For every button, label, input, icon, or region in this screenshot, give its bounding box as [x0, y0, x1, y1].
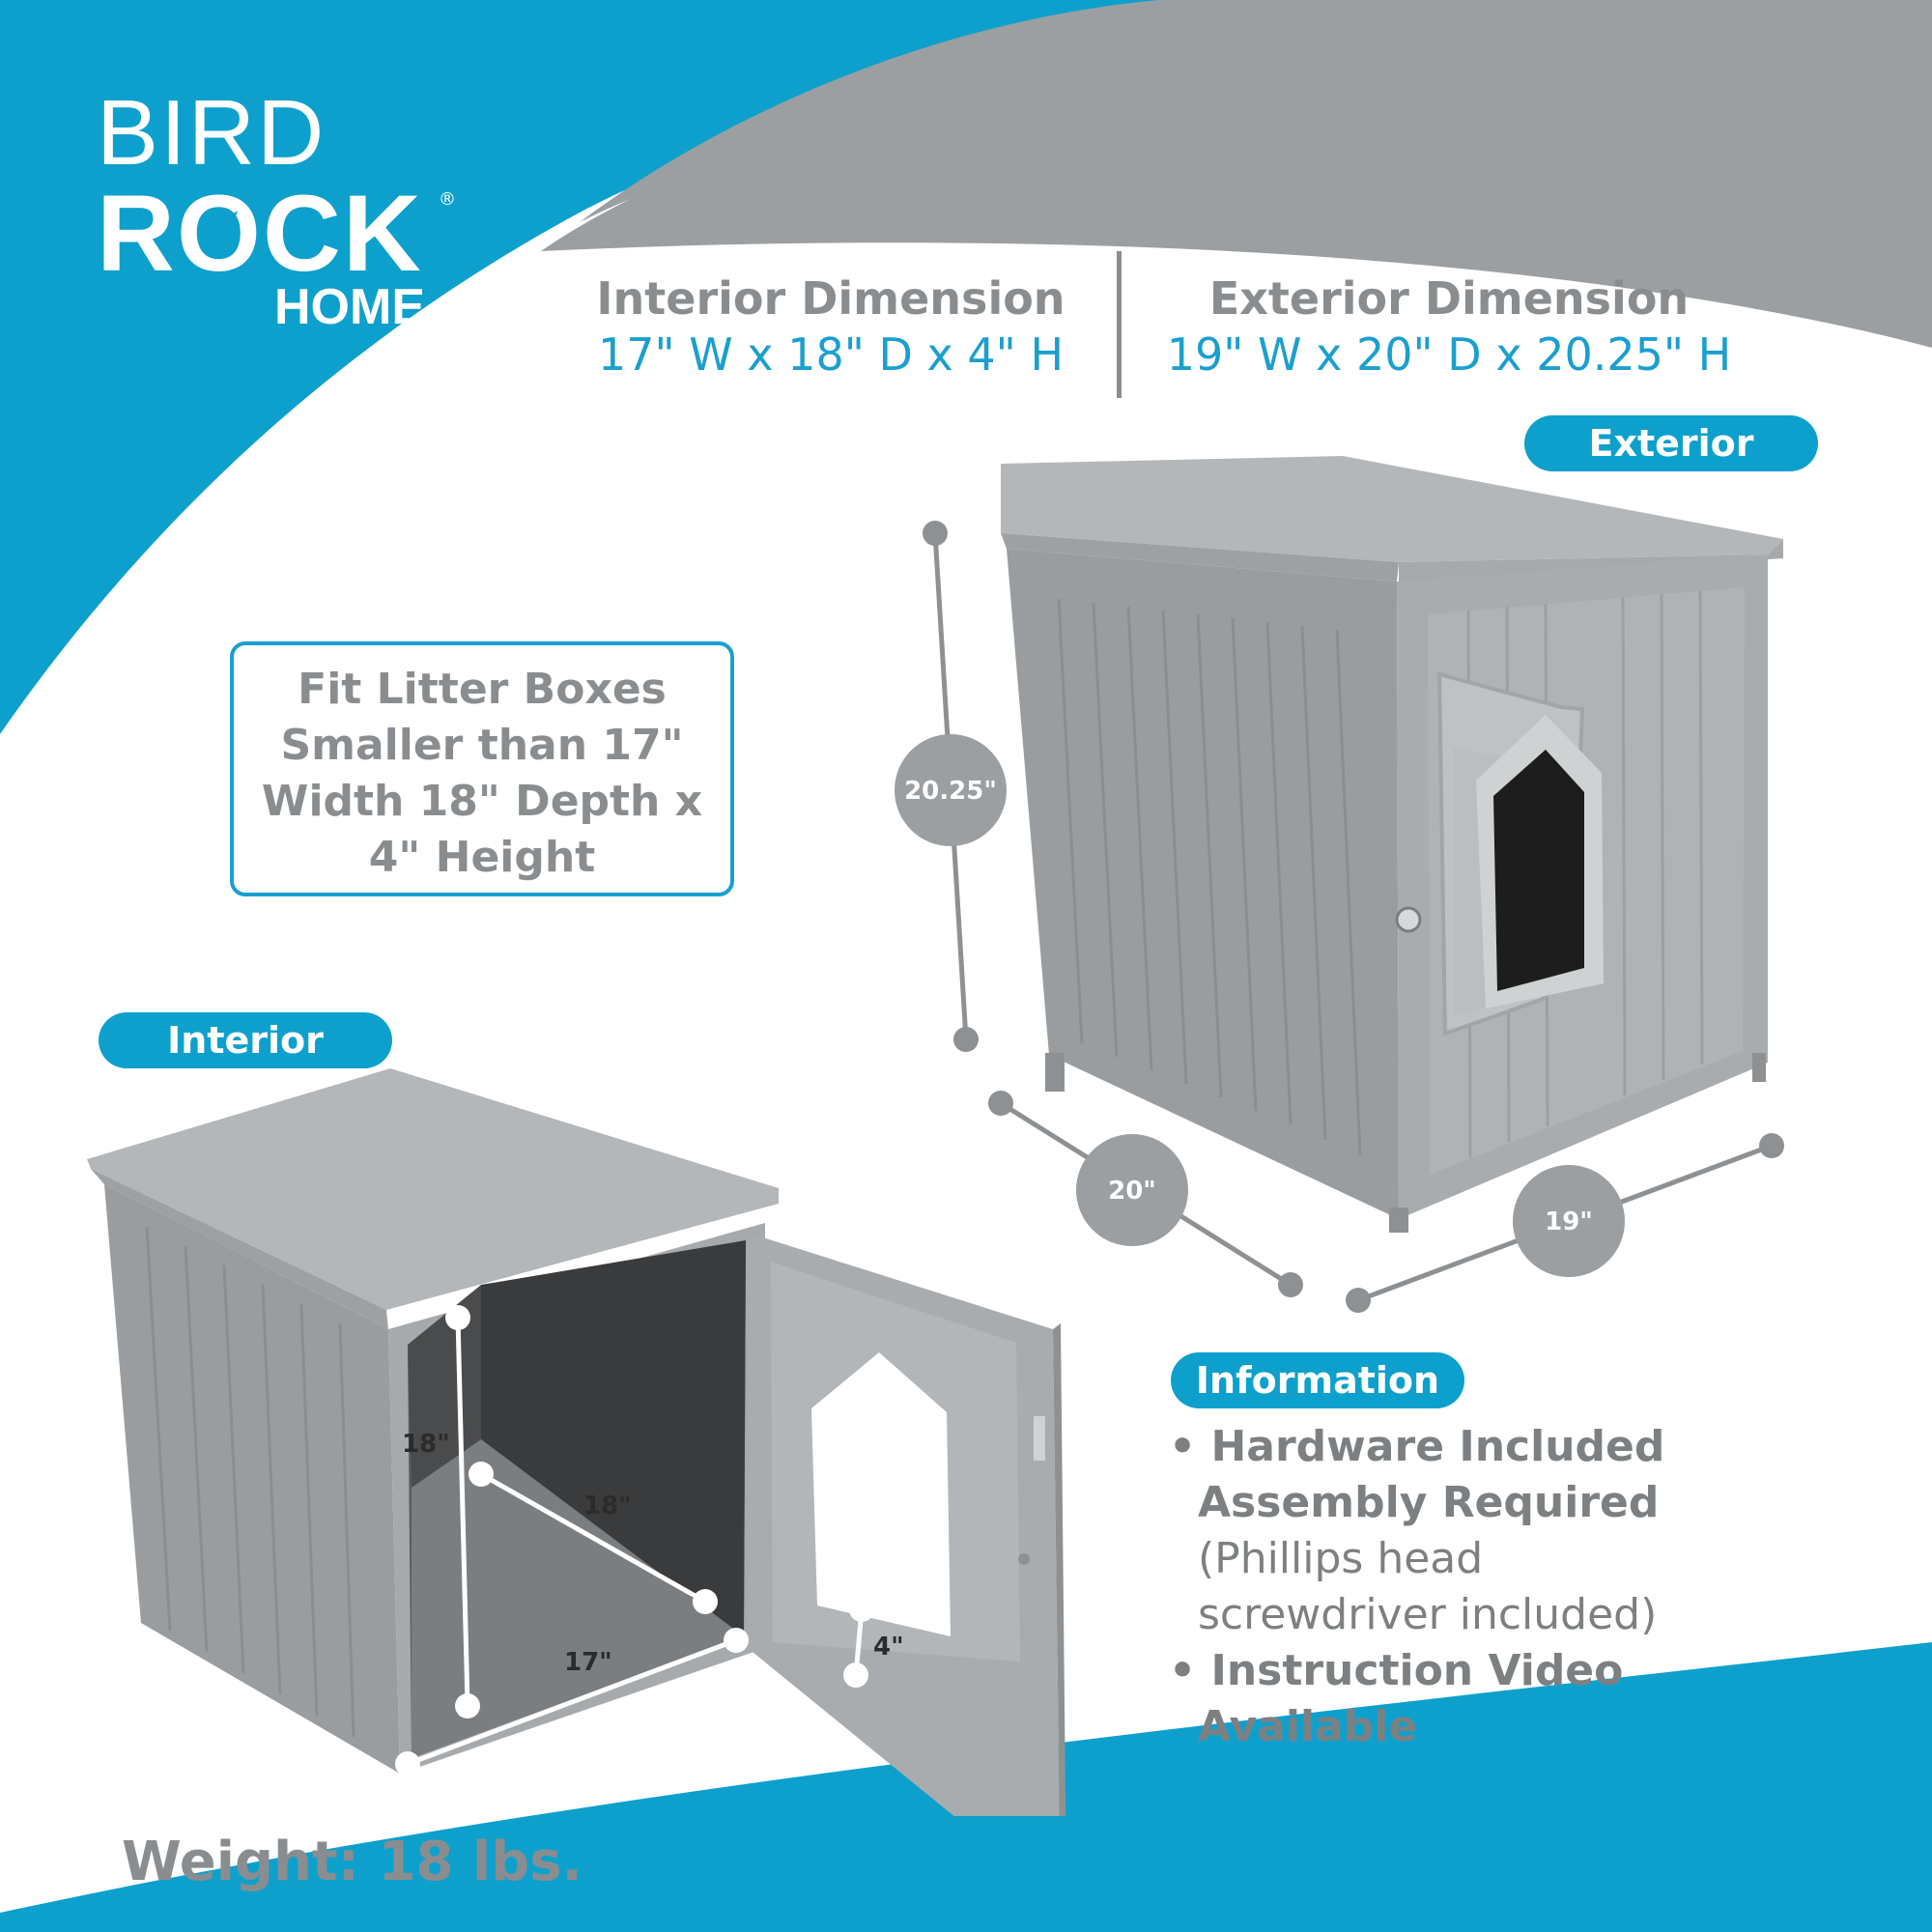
interior-dimension-heading: Interior Dimension [596, 272, 1065, 325]
exterior-height-label: 20.25" [904, 777, 997, 806]
dimension-divider [1117, 251, 1122, 398]
exterior-depth-label: 20" [1108, 1177, 1156, 1206]
door-opening-label: 4" [873, 1633, 904, 1662]
interior-cabinet-illustration [87, 1068, 1066, 1816]
interior-depth-label: 18" [583, 1492, 632, 1520]
exterior-label: Exterior [1524, 415, 1818, 471]
exterior-dimension-value: 19" W x 20" D x 20.25" H [1166, 328, 1732, 381]
weight-text: Weight: 18 lbs. [122, 1831, 582, 1893]
registered-mark: ® [439, 189, 456, 210]
interior-label: Interior [99, 1012, 392, 1068]
info-bullet-2-line-1: • Instruction Video [1169, 1646, 1624, 1695]
brand-name-rock: ROCK [97, 173, 423, 294]
info-bullet-1-line-1: • Hardware Included [1169, 1422, 1665, 1471]
fit-note-box: Fit Litter Boxes Smaller than 17" Width … [230, 641, 734, 896]
brand-name-bird: BIRD [97, 81, 327, 185]
info-bullet-1-line-2: Assembly Required [1198, 1478, 1660, 1527]
exterior-dimension-heading: Exterior Dimension [1208, 272, 1690, 325]
fit-note-line-2: Smaller than 17" [280, 721, 684, 770]
exterior-width-label: 19" [1545, 1208, 1593, 1236]
interior-dimension-value: 17" W x 18" D x 4" H [597, 328, 1065, 381]
info-bullet-1-line-4: screwdriver included) [1198, 1590, 1658, 1639]
fit-note-line-4: 4" Height [368, 833, 596, 882]
info-bullet-2-line-2: Available [1198, 1702, 1418, 1751]
bird-icon [207, 211, 238, 238]
fit-note-line-3: Width 18" Depth x [261, 777, 703, 826]
brand-name-home: HOME [274, 279, 425, 335]
exterior-cabinet-illustration [1001, 456, 1783, 1233]
fit-note-line-1: Fit Litter Boxes [298, 665, 667, 714]
knob-icon [1395, 906, 1422, 933]
info-bullet-1-line-3: (Phillips head [1198, 1534, 1484, 1583]
information-label: Information [1171, 1352, 1464, 1408]
interior-width-label: 17" [564, 1648, 612, 1677]
interior-height-label: 18" [402, 1430, 450, 1459]
